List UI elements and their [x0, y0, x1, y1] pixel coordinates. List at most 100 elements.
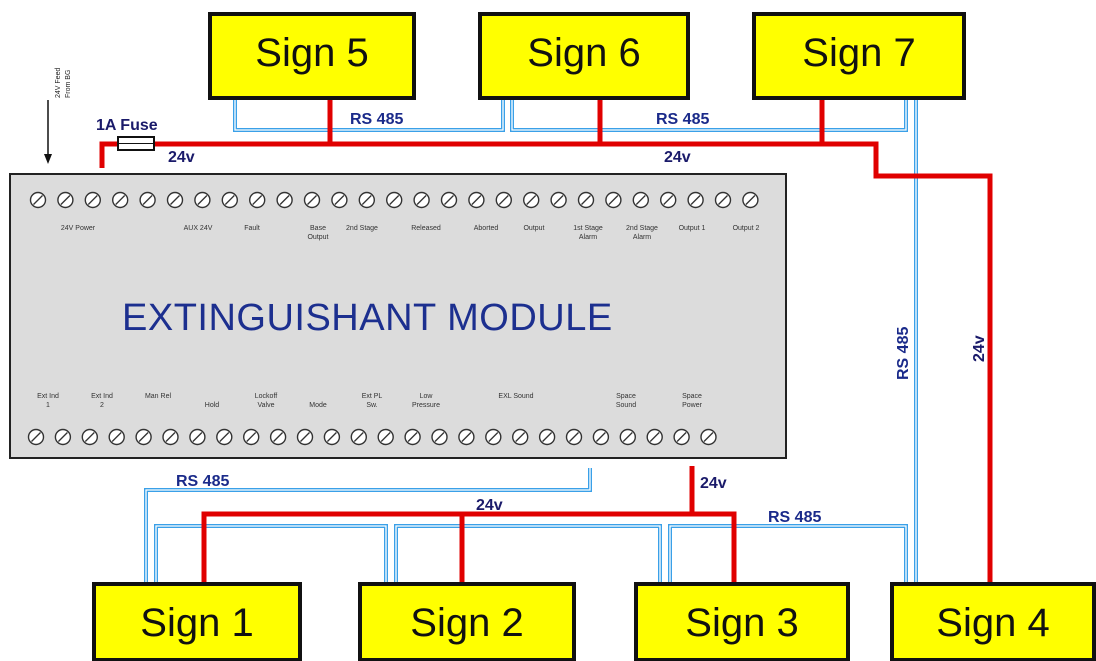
label-rs485-bottom-left: RS 485: [176, 473, 229, 490]
label-24v-top-right: 24v: [664, 149, 691, 166]
bottom-terminal-label: Sound: [616, 402, 636, 409]
top-terminal-label: Output 1: [679, 225, 706, 232]
terminal-screw: [404, 428, 421, 446]
rs485-wire-sign1-sign2: [154, 524, 388, 582]
top-terminal-label: Aborted: [474, 225, 499, 232]
top-terminal-label: Alarm: [633, 234, 651, 241]
bottom-terminal-label: EXL Sound: [498, 393, 533, 400]
bottom-terminal-label: Space: [616, 393, 636, 400]
sign-6: Sign 6: [478, 12, 690, 100]
bottom-terminal-label: 2: [100, 402, 104, 409]
terminal-screw: [619, 428, 636, 446]
terminal-screw: [216, 428, 233, 446]
terminal-screw: [700, 428, 717, 446]
label-24v-top-left: 24v: [168, 149, 195, 166]
terminal-screw: [84, 191, 102, 209]
sign-5-label: Sign 5: [255, 31, 368, 75]
terminal-screw: [468, 191, 485, 209]
label-24v-vertical: 24v: [971, 335, 988, 362]
top-terminal-label: 2nd Stage: [626, 225, 658, 232]
bottom-terminal-label: Ext Ind: [37, 393, 59, 400]
label-rs485-top-right: RS 485: [656, 111, 709, 128]
top-terminal-label: Output 2: [733, 225, 760, 232]
terminal-screw: [331, 191, 348, 209]
terminal-screw: [189, 428, 206, 446]
terminal-screw: [135, 428, 152, 446]
terminal-screw: [111, 191, 129, 209]
bottom-terminal-label: Sw.: [366, 402, 377, 409]
terminal-screw: [54, 428, 72, 446]
sign-1-label: Sign 1: [140, 601, 253, 645]
terminal-screw: [276, 191, 293, 209]
supply-note-line2: From BG: [65, 70, 72, 98]
sign-5: Sign 5: [208, 12, 416, 100]
terminal-screw: [269, 428, 287, 446]
sign-7-label: Sign 7: [802, 31, 915, 75]
terminal-screw: [296, 428, 314, 446]
terminal-screw: [108, 428, 125, 446]
terminal-screw: [386, 191, 403, 209]
top-terminal-label: Fault: [244, 225, 260, 232]
bottom-terminal-label: Lockoff: [255, 393, 277, 400]
terminal-screw: [57, 191, 74, 209]
terminal-screw: [249, 191, 266, 209]
terminal-screw: [377, 428, 394, 446]
sign-2-label: Sign 2: [410, 601, 523, 645]
sign-3: Sign 3: [634, 582, 850, 661]
top-terminal-label: 2nd Stage: [346, 225, 378, 232]
terminal-screw: [646, 428, 663, 446]
terminal-screw: [139, 191, 156, 209]
fuse-label: 1A Fuse: [96, 117, 158, 134]
power-wiring: [99, 98, 993, 582]
sign-6-label: Sign 6: [527, 31, 640, 75]
bottom-terminal-label: Power: [682, 402, 703, 409]
terminal-screw: [550, 191, 567, 209]
terminal-screw: [523, 191, 540, 209]
bottom-terminal-label: Mode: [309, 402, 327, 409]
terminal-screw: [687, 191, 704, 209]
terminal-screw: [81, 428, 99, 446]
sign-1: Sign 1: [92, 582, 302, 661]
bottom-terminal-label: Valve: [258, 402, 275, 409]
terminal-screw: [742, 191, 759, 209]
bottom-terminal-label: 1: [46, 402, 50, 409]
top-terminal-label: Alarm: [579, 234, 597, 241]
top-terminal-strip: [29, 191, 759, 209]
bottom-terminal-label: Man Rel: [145, 393, 172, 400]
bottom-terminal-strip: [27, 428, 717, 446]
sign-2: Sign 2: [358, 582, 576, 661]
terminal-screw: [323, 428, 341, 446]
terminal-screw: [440, 191, 458, 209]
terminal-screw: [431, 428, 448, 446]
bottom-terminal-label: Ext PL: [362, 393, 383, 400]
terminal-screw: [538, 428, 556, 446]
bottom-terminal-label: Low: [420, 393, 434, 400]
bottom-terminal-label: Space: [682, 393, 702, 400]
terminal-screw: [350, 428, 367, 446]
power-wire-top: [99, 141, 993, 582]
module-title: EXTINGUISHANT MODULE: [122, 297, 613, 339]
label-rs485-vertical: RS 485: [895, 327, 912, 380]
label-24v-bottom-bus: 24v: [476, 497, 503, 514]
rs485-wire-sign2-sign3: [394, 524, 662, 582]
terminal-screw: [458, 428, 475, 446]
supply-note-line1: 24V Feed: [55, 68, 62, 98]
sign-7: Sign 7: [752, 12, 966, 100]
terminal-screw: [194, 191, 211, 209]
terminal-screw: [605, 191, 622, 209]
terminal-screw: [485, 428, 502, 446]
terminal-screw: [242, 428, 260, 446]
rs485-wiring: [144, 98, 918, 582]
power-wire-bottom: [201, 466, 737, 582]
terminal-screw: [577, 191, 595, 209]
top-terminal-label: Released: [411, 225, 441, 232]
top-terminal-label: Base: [310, 225, 326, 232]
supply-arrow: [44, 100, 52, 164]
label-24v-bottom-module: 24v: [700, 475, 727, 492]
sign-3-label: Sign 3: [685, 601, 798, 645]
bottom-terminal-label: Pressure: [412, 402, 440, 409]
terminal-screw: [660, 191, 677, 209]
terminal-screw: [632, 191, 649, 209]
